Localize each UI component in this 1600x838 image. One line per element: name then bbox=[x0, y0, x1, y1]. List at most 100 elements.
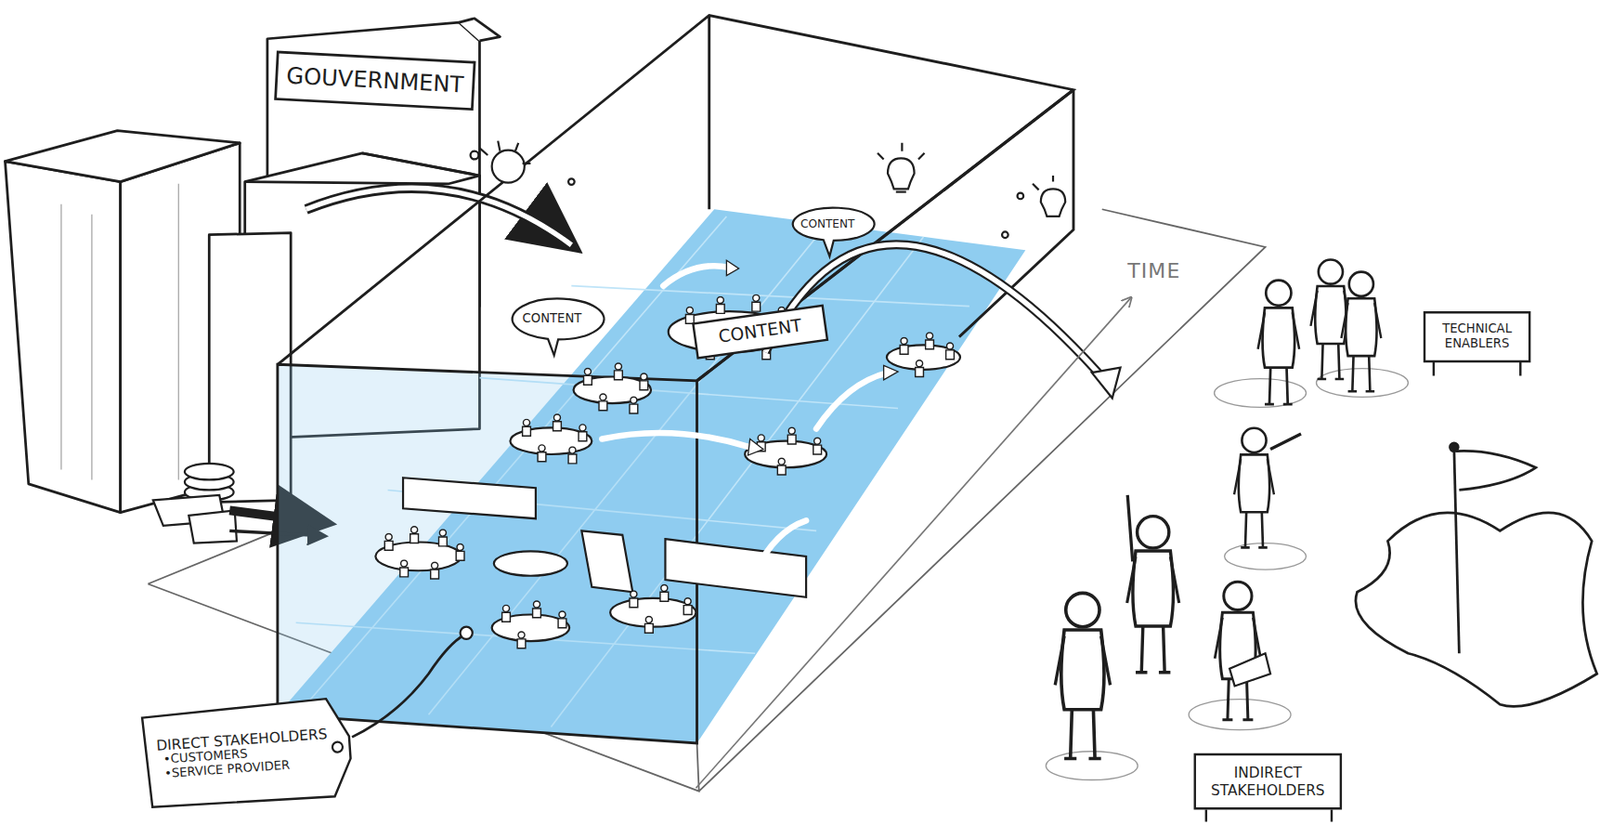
seated-people bbox=[384, 294, 954, 648]
sketch-stroke bbox=[1433, 362, 1521, 376]
sketch-stroke bbox=[884, 364, 898, 379]
sketch-stroke bbox=[754, 520, 807, 572]
sketch-stroke bbox=[697, 90, 1074, 381]
sketch-stroke bbox=[644, 615, 653, 633]
sketch-stroke bbox=[925, 332, 935, 350]
node-title: CONTENT bbox=[522, 312, 583, 326]
sketch-stroke bbox=[777, 457, 786, 475]
sketch-stroke bbox=[946, 342, 955, 360]
sketch-stroke bbox=[715, 297, 725, 314]
axis-label: TIME bbox=[1127, 258, 1181, 283]
sketch-stroke bbox=[639, 373, 649, 391]
speech-bubble: CONTENT bbox=[505, 298, 599, 341]
board-outline bbox=[275, 52, 475, 110]
sketch-stroke bbox=[1456, 450, 1536, 490]
sketch-stroke bbox=[813, 437, 822, 455]
sketch-stroke bbox=[430, 561, 440, 579]
sketch-stroke bbox=[384, 533, 393, 550]
sketch-stroke bbox=[403, 477, 536, 519]
policy-arrow-inner bbox=[306, 187, 573, 245]
ideas bbox=[470, 141, 1067, 238]
node-title: TECHNICAL ENABLERS bbox=[1429, 322, 1524, 351]
sketch-stroke bbox=[455, 543, 465, 560]
sketch-stroke bbox=[1449, 442, 1458, 452]
policy-arrow bbox=[306, 187, 573, 245]
sketch-stroke bbox=[1127, 516, 1180, 673]
flow-arrows bbox=[601, 265, 888, 572]
tables bbox=[375, 311, 961, 641]
people bbox=[1045, 259, 1408, 780]
sketch-stroke bbox=[1316, 368, 1409, 398]
sketch-stroke bbox=[899, 337, 909, 354]
sketch-stroke bbox=[629, 590, 638, 608]
sketch-stroke bbox=[568, 178, 575, 185]
bubble-outline bbox=[512, 298, 605, 355]
sketch-stroke bbox=[458, 18, 500, 41]
sketch-stroke bbox=[184, 463, 235, 481]
sign-board: TECHNICAL ENABLERS bbox=[1423, 311, 1531, 363]
sketch-stroke bbox=[1214, 581, 1261, 719]
sketch-stroke bbox=[747, 439, 763, 456]
sketch-stroke bbox=[581, 530, 633, 592]
sketch-stroke bbox=[1040, 188, 1066, 217]
sketch-stroke bbox=[1229, 652, 1271, 686]
sketch-stroke bbox=[726, 260, 739, 275]
time-axis bbox=[695, 298, 1131, 788]
sketch-stroke bbox=[188, 509, 237, 543]
node-title: INDIRECT STAKEHOLDERS bbox=[1199, 764, 1336, 797]
sketch-stroke bbox=[1188, 699, 1291, 730]
stakeholder-cable bbox=[351, 634, 465, 737]
sketch-stroke bbox=[915, 360, 924, 378]
sketch-stroke bbox=[1355, 512, 1598, 707]
sketch-stroke bbox=[1054, 592, 1110, 758]
glass-room bbox=[277, 14, 1074, 742]
sketch-stroke bbox=[584, 367, 593, 385]
speech-bubble: CONTENT bbox=[785, 207, 870, 242]
board-outline bbox=[1195, 754, 1341, 808]
sketch-stroke bbox=[610, 598, 696, 627]
sketch-stroke bbox=[664, 538, 807, 598]
sketch-stroke bbox=[494, 550, 568, 575]
board-outline bbox=[692, 305, 827, 359]
sketch-stroke bbox=[537, 444, 547, 462]
money-stack bbox=[153, 463, 237, 544]
sketch-stroke bbox=[896, 190, 907, 193]
bubble-outline bbox=[793, 208, 875, 257]
sketch-stroke bbox=[61, 183, 179, 481]
benches bbox=[403, 477, 807, 598]
sketch-stroke bbox=[683, 598, 692, 615]
board-outline bbox=[1424, 312, 1530, 362]
node-title: CONTENT bbox=[800, 218, 855, 232]
government-sign: GOUVERNMENT bbox=[273, 51, 476, 111]
sketch-stroke bbox=[787, 427, 796, 444]
sign-posts bbox=[1206, 362, 1521, 821]
content-arc-head bbox=[1092, 367, 1121, 399]
sketch-stroke bbox=[1045, 751, 1138, 781]
sketch-stroke bbox=[4, 130, 240, 183]
sketch-stroke bbox=[502, 604, 511, 622]
sketch-stroke bbox=[277, 364, 698, 743]
sketch-stroke bbox=[479, 141, 531, 164]
sketch-stroke bbox=[533, 600, 542, 618]
sketch-stroke bbox=[816, 372, 888, 429]
sketch-stroke bbox=[1206, 808, 1332, 821]
sketch-stroke bbox=[1234, 428, 1275, 548]
sketch-stroke bbox=[277, 208, 1026, 743]
sketch-stroke bbox=[598, 393, 608, 411]
sketch-stroke bbox=[277, 14, 1074, 380]
sketch-stroke bbox=[522, 418, 532, 436]
sketch-stroke bbox=[439, 529, 448, 547]
cable-plug bbox=[460, 626, 473, 639]
sketch-stroke bbox=[660, 584, 669, 601]
sketch-stroke bbox=[887, 157, 915, 189]
sketch-stroke bbox=[685, 307, 694, 325]
sketch-stroke bbox=[517, 631, 526, 649]
sketch-stroke bbox=[578, 424, 587, 442]
sketch-stroke bbox=[4, 161, 120, 513]
sketch-stroke bbox=[629, 396, 638, 414]
sketch-stroke bbox=[1127, 433, 1301, 561]
tag-hole bbox=[332, 741, 344, 753]
luggage-tag: DIRECT STAKEHOLDERS•CUSTOMERS•SERVICE PR… bbox=[139, 694, 355, 811]
sketch-stroke bbox=[492, 150, 525, 183]
